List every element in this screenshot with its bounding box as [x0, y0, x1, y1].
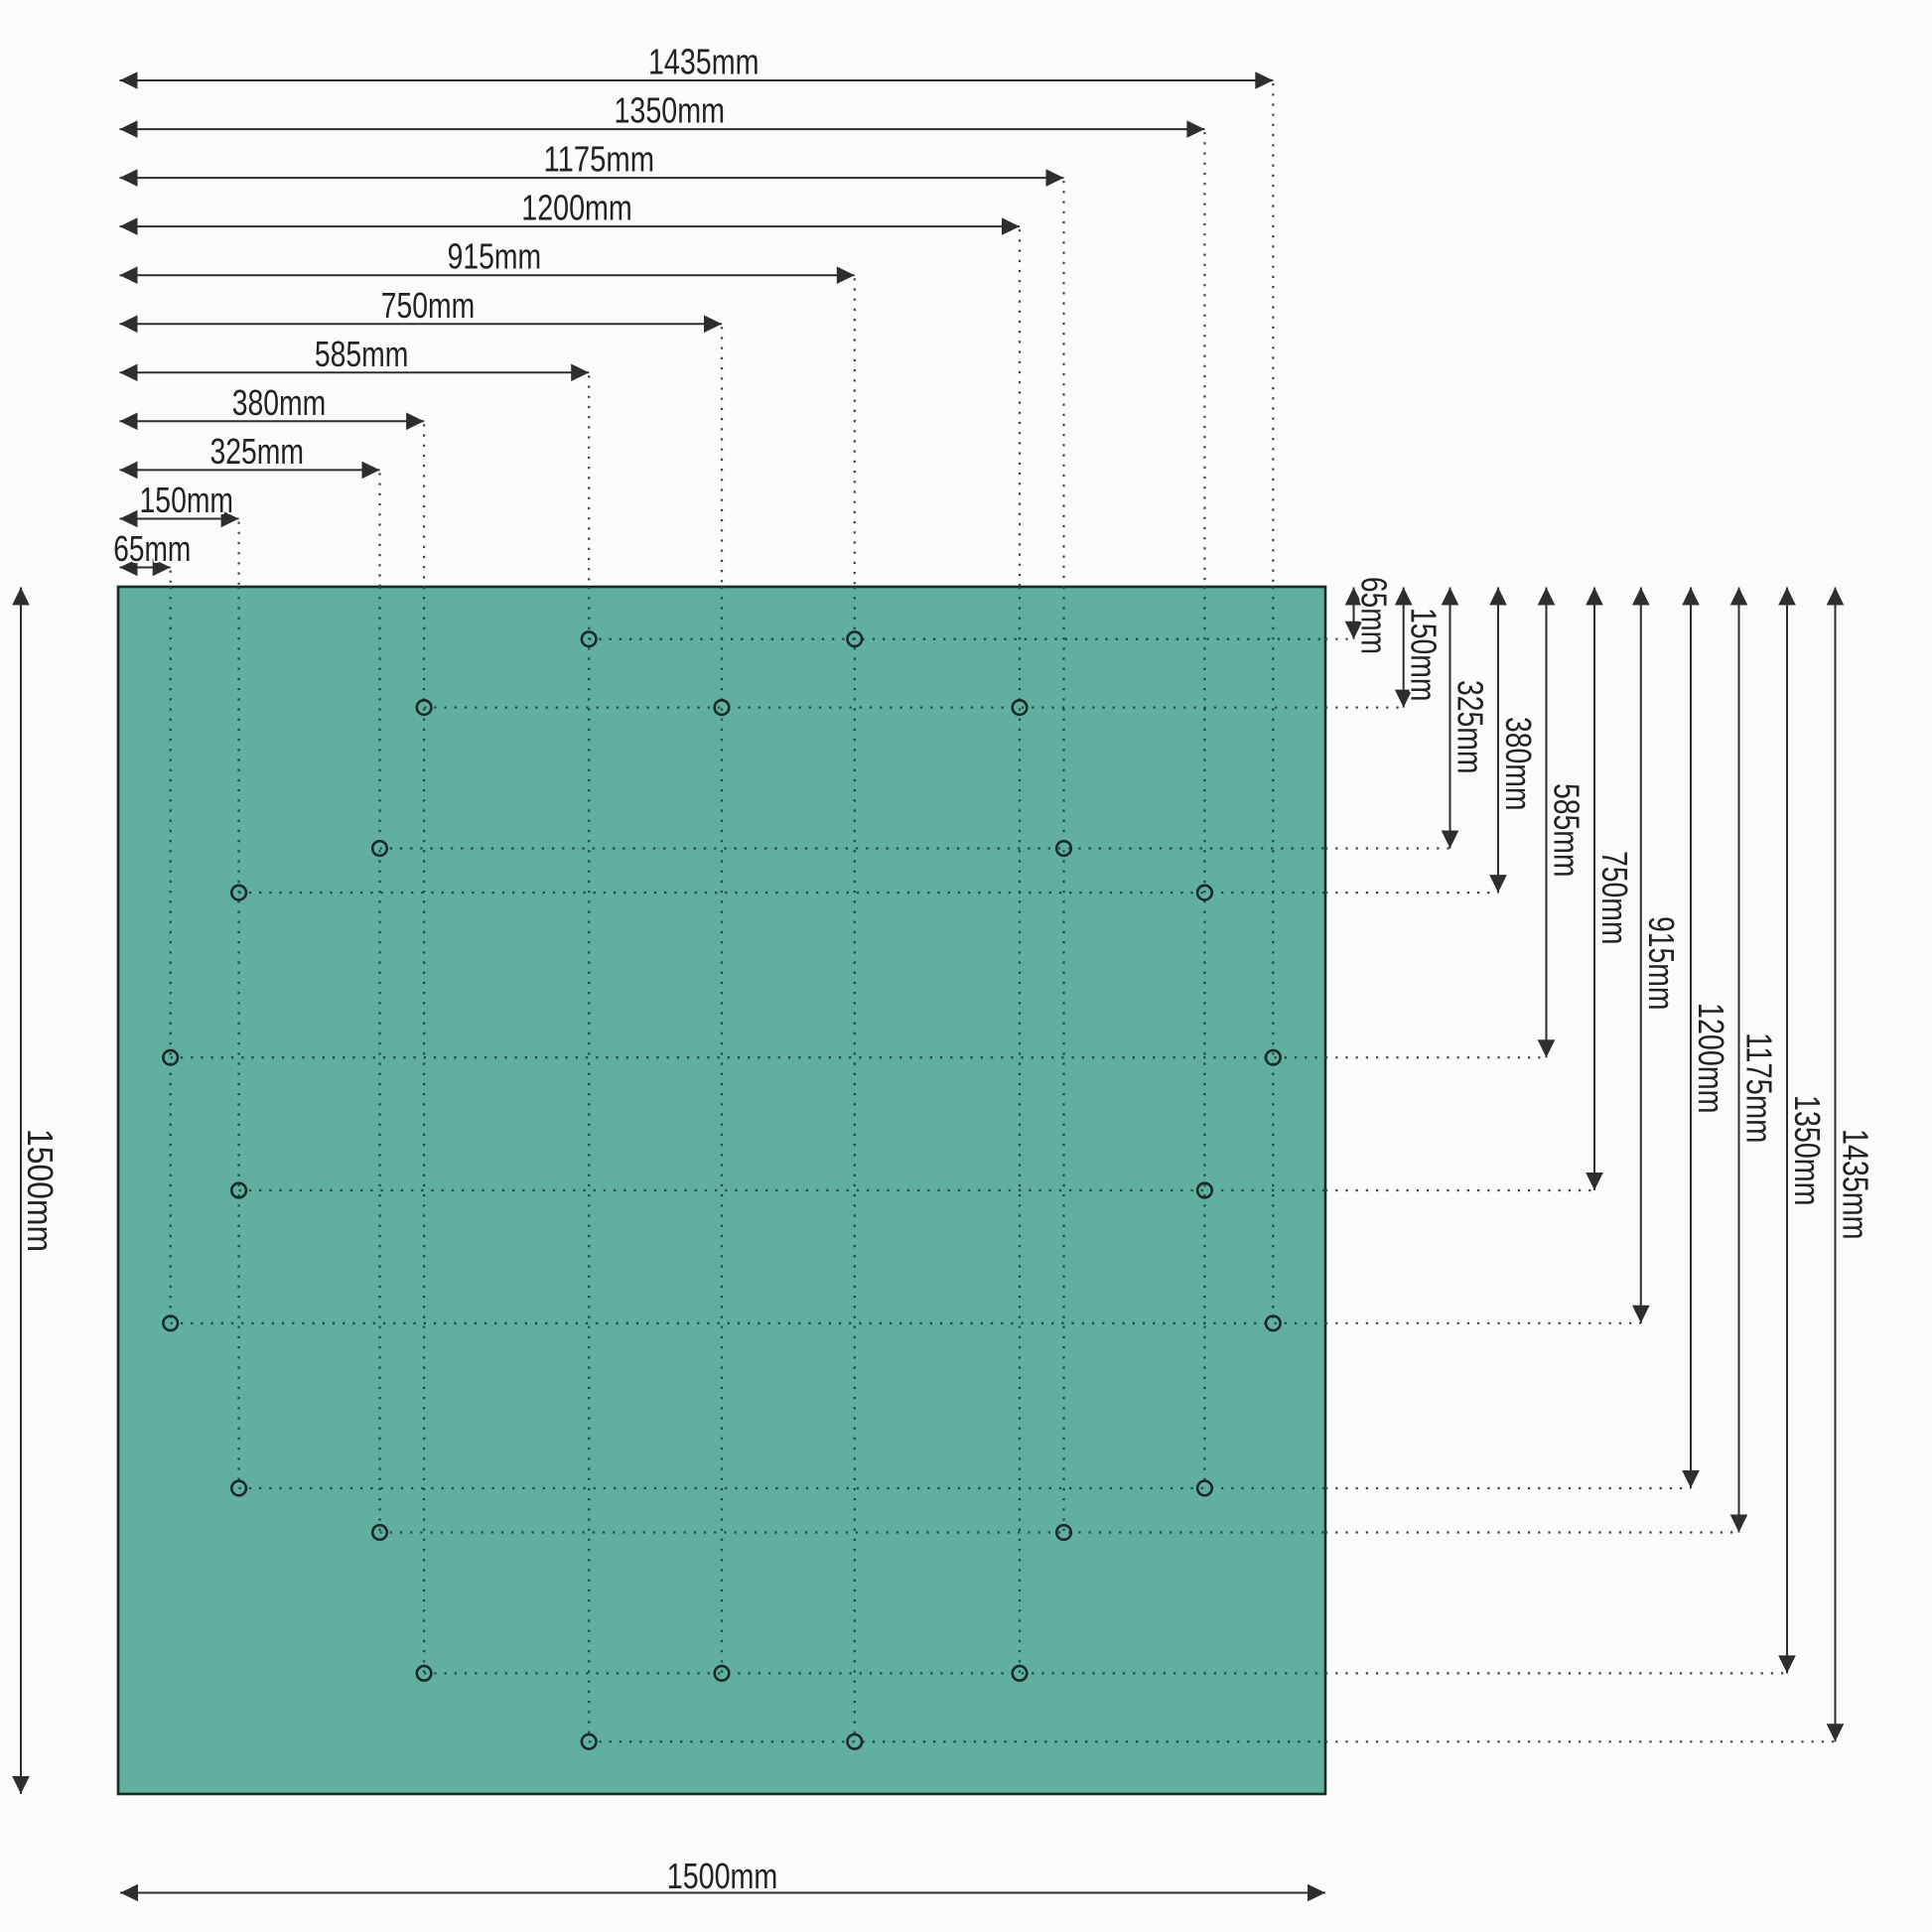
svg-text:1435mm: 1435mm	[1836, 1129, 1876, 1240]
svg-text:1175mm: 1175mm	[544, 139, 655, 180]
svg-text:1350mm: 1350mm	[614, 90, 725, 131]
svg-text:1350mm: 1350mm	[1787, 1095, 1828, 1206]
svg-text:585mm: 585mm	[1547, 783, 1587, 878]
svg-text:1500mm: 1500mm	[20, 1129, 61, 1252]
svg-text:1500mm: 1500mm	[667, 1856, 778, 1896]
svg-text:150mm: 150mm	[1404, 608, 1445, 702]
svg-text:1200mm: 1200mm	[521, 188, 632, 228]
svg-text:915mm: 915mm	[448, 236, 542, 277]
svg-text:380mm: 380mm	[232, 382, 327, 423]
svg-text:1200mm: 1200mm	[1691, 1003, 1731, 1114]
svg-text:380mm: 380mm	[1498, 717, 1539, 811]
svg-text:325mm: 325mm	[209, 431, 304, 472]
svg-text:750mm: 750mm	[381, 285, 476, 326]
svg-text:585mm: 585mm	[315, 334, 409, 374]
svg-text:1435mm: 1435mm	[648, 42, 759, 82]
svg-text:65mm: 65mm	[113, 528, 191, 569]
svg-text:65mm: 65mm	[1354, 577, 1395, 654]
svg-text:150mm: 150mm	[140, 480, 234, 520]
svg-text:915mm: 915mm	[1641, 916, 1682, 1011]
svg-text:750mm: 750mm	[1594, 851, 1635, 945]
svg-text:1175mm: 1175mm	[1739, 1033, 1780, 1144]
svg-text:325mm: 325mm	[1450, 680, 1491, 774]
